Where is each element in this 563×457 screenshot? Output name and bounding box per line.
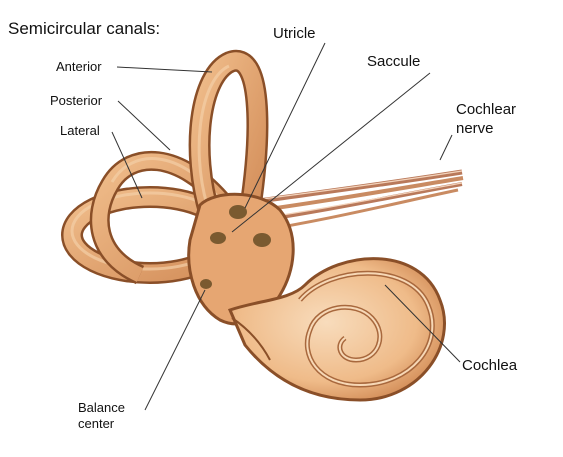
cochlea-label: Cochlea <box>462 357 518 374</box>
saccule-label: Saccule <box>367 53 421 70</box>
anterior-canal <box>188 49 269 219</box>
cochlea-shape <box>227 257 446 402</box>
cochlear-nerve-label: Cochlear nerve <box>456 100 516 138</box>
lateral-label: Lateral <box>60 123 100 138</box>
balance-center-label-line2: center <box>78 416 115 431</box>
cochlear-nerve-label-line1: Cochlear <box>456 101 517 118</box>
posterior-label: Posterior <box>50 93 103 108</box>
balance-center-label: Balance center <box>78 400 125 432</box>
balance-center-label-line1: Balance <box>78 400 125 415</box>
anterior-label: Anterior <box>56 59 102 74</box>
utricle-label: Utricle <box>273 25 316 42</box>
cochlear-nerve-label-line2: nerve <box>456 120 494 137</box>
vestibule <box>187 192 295 326</box>
leader-lines <box>111 42 461 411</box>
semicircular-canals-title: Semicircular canals: <box>8 19 161 38</box>
